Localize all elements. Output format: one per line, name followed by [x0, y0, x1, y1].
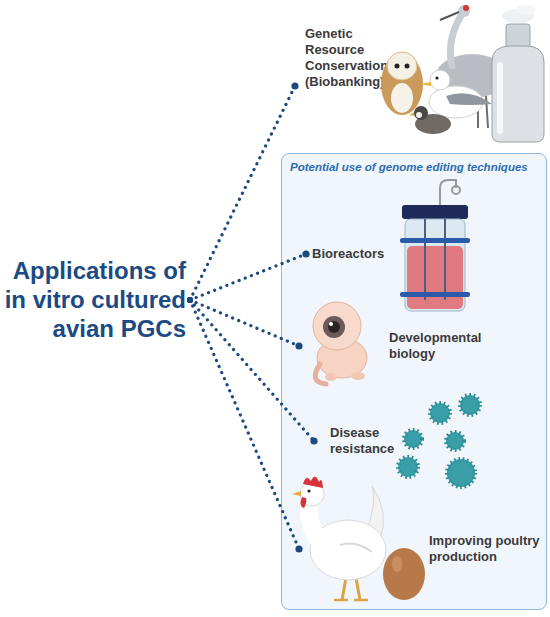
application-label: Improving poultry production — [299, 527, 547, 571]
falcon-illustration — [409, 112, 414, 116]
falcon-illustration — [409, 106, 451, 134]
falcon-illustration — [416, 112, 422, 118]
crane-illustration — [440, 12, 459, 20]
cryotank-illustration — [492, 5, 544, 142]
owl-illustration — [395, 64, 400, 69]
connector-hub-dot — [187, 297, 193, 303]
hub-text: Applications of in vitro cultured avian … — [0, 256, 186, 343]
seagull-illustration — [420, 70, 492, 118]
seagull-illustration — [435, 76, 438, 79]
application-text: Improving poultry production — [429, 533, 547, 565]
group-heading: Potential use of genome editing techniqu… — [290, 160, 542, 174]
owl-illustration — [387, 52, 417, 80]
cryotank-illustration — [506, 24, 530, 48]
crane-illustration — [458, 5, 470, 17]
falcon-illustration — [415, 114, 451, 134]
application-text: Bioreactors — [312, 246, 402, 262]
application-text: Developmental biology — [389, 330, 499, 362]
cryotank-illustration — [516, 5, 536, 15]
group-box: Potential use of genome editing techniqu… — [281, 153, 547, 610]
crane-illustration — [463, 5, 469, 11]
cryotank-illustration — [497, 62, 503, 134]
connector-hub-dot — [187, 297, 193, 303]
falcon-illustration — [414, 106, 428, 120]
application-label: Disease resistance — [314, 415, 424, 467]
application-text: Genetic Resource Conservation (Biobankin… — [305, 26, 397, 90]
owl-illustration — [405, 64, 410, 69]
crane-illustration — [478, 96, 488, 128]
connector-end-dot — [291, 82, 298, 89]
hub-title: Applications of in vitro cultured avian … — [0, 256, 190, 344]
seagull-illustration — [430, 70, 450, 90]
seagull-illustration — [429, 86, 483, 118]
connector-hub-dot — [187, 297, 193, 303]
dotted-connector — [190, 86, 295, 300]
seagull-illustration — [446, 93, 492, 105]
crane-illustration — [436, 54, 508, 98]
seagull-illustration — [420, 82, 431, 86]
connector-hub-dot — [187, 297, 193, 303]
connector-hub-dot — [187, 297, 193, 303]
application-label: Genetic Resource Conservation (Biobankin… — [295, 26, 395, 146]
crane-illustration — [450, 14, 462, 66]
cryotank-illustration — [502, 9, 534, 23]
crane-illustration — [502, 70, 528, 88]
application-label: Bioreactors — [306, 239, 406, 269]
cryotank-illustration — [492, 46, 544, 142]
owl-illustration — [391, 83, 413, 113]
crane-illustration — [436, 5, 528, 128]
application-label: Developmental biology — [299, 324, 539, 368]
application-text: Disease resistance — [330, 425, 410, 457]
